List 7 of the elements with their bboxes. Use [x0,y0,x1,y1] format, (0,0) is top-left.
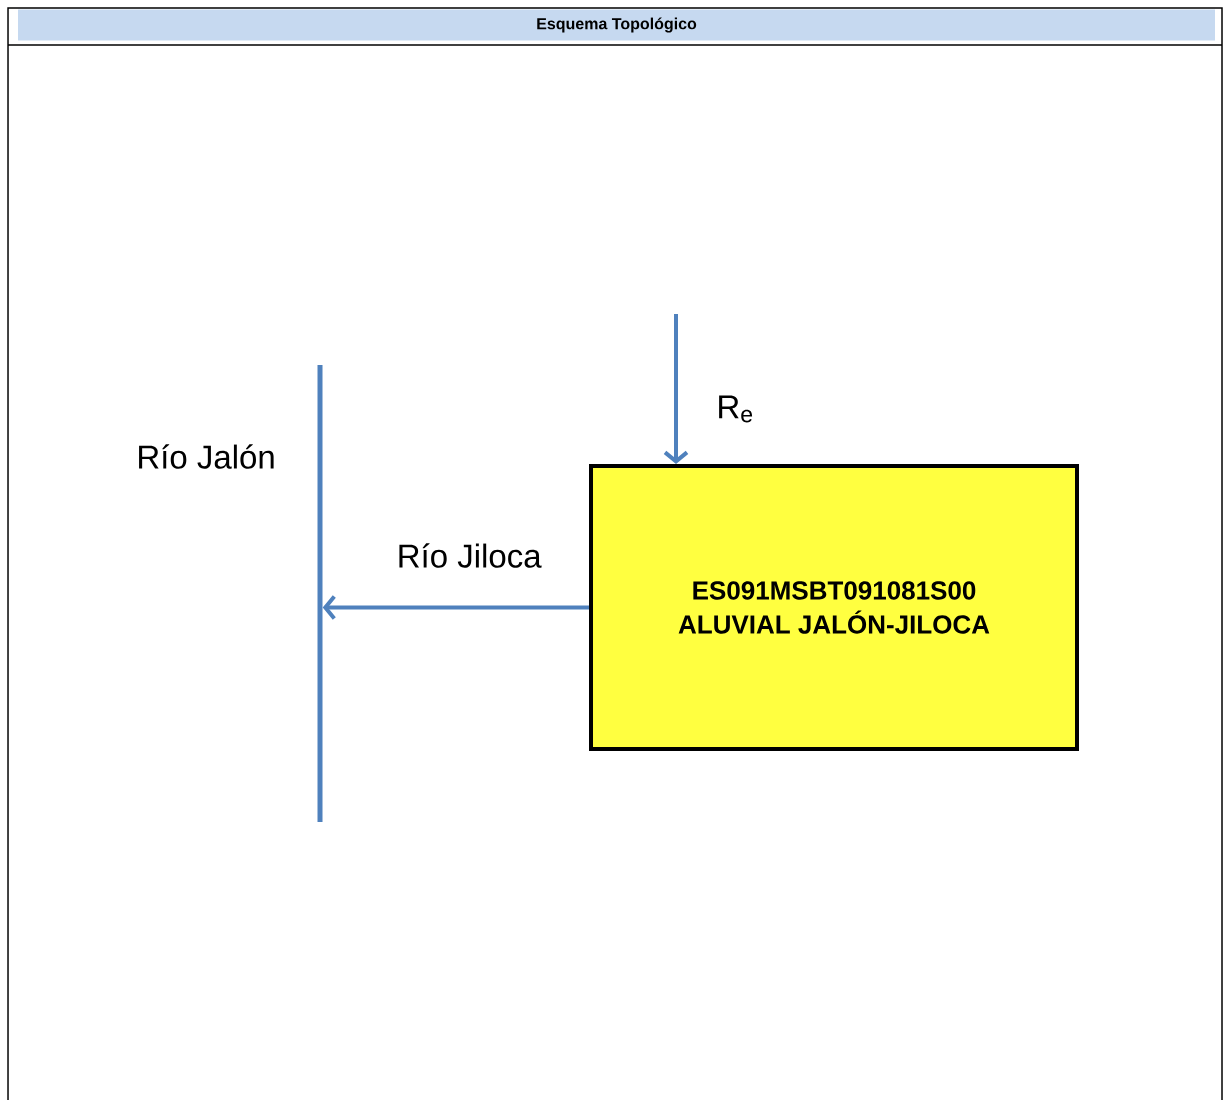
title-band: Esquema Topológico [18,9,1215,41]
edge-label: R$_{e}$ [715,394,755,424]
aquifer-box: ES091MSBT091081S00 ALUVIAL JALÓN-JILOCA [589,464,1079,751]
river-label: Río Jalón [139,444,274,469]
arrow [322,595,589,620]
edge-label: Río Jiloca [395,542,543,569]
arrow [663,314,689,464]
